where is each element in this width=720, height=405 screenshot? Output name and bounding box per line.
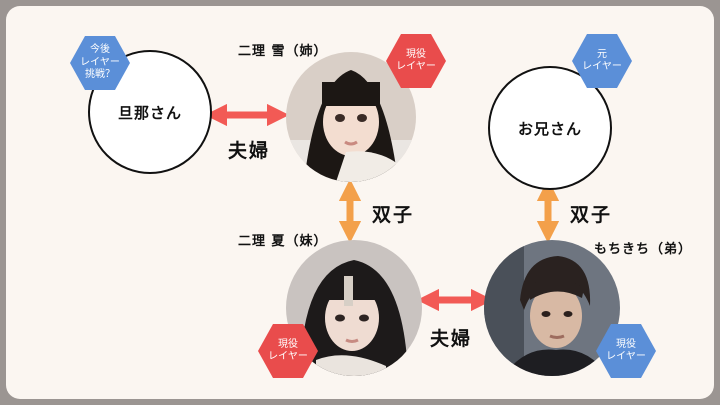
badge-natsu-line1: 現役	[278, 338, 298, 350]
mochikichi-photo	[484, 240, 620, 376]
badge-yuki-line2: レイヤー	[396, 61, 436, 72]
badge-mochikichi: 現役 レイヤー	[596, 324, 656, 378]
mochikichi-name: もちきち（弟）	[594, 242, 693, 257]
badge-brother-line2: レイヤー	[582, 61, 622, 72]
yuki-name: 二理 雪（姉）	[238, 44, 328, 59]
badge-mochikichi-line1: 現役	[616, 338, 636, 350]
mochikichi-portrait-image	[484, 240, 620, 376]
badge-mochikichi-line2: レイヤー	[606, 351, 646, 362]
badge-husband-line3: 挑戦？	[85, 69, 115, 81]
badge-yuki-line1: 現役	[406, 48, 426, 60]
diagram-frame: 旦那さん 今後 レイヤー 挑戦？ 二理 雪（姉） 現役 レイヤー 夫婦 お兄さん…	[6, 6, 714, 399]
badge-brother: 元 レイヤー	[572, 34, 632, 88]
badge-husband-line2: レイヤー	[80, 56, 120, 68]
badge-husband-line1: 今後	[90, 44, 110, 56]
badge-yuki: 現役 レイヤー	[386, 34, 446, 88]
badge-husband: 今後 レイヤー 挑戦？	[70, 36, 130, 90]
badge-natsu: 現役 レイヤー	[258, 324, 318, 378]
relation-twins-right: 双子	[570, 204, 613, 226]
relation-couple-bottom: 夫婦	[430, 328, 473, 350]
badge-brother-line1: 元	[597, 48, 607, 60]
natsu-name: 二理 夏（妹）	[238, 234, 328, 249]
relation-twins-left: 双子	[372, 204, 415, 226]
husband-label: 旦那さん	[117, 103, 182, 122]
yuki-photo	[286, 52, 416, 182]
relation-couple-top: 夫婦	[228, 140, 271, 162]
yuki-portrait-image	[286, 52, 416, 182]
badge-natsu-line2: レイヤー	[268, 351, 308, 362]
brother-label: お兄さん	[517, 119, 582, 138]
relation-arrows	[204, 103, 560, 312]
